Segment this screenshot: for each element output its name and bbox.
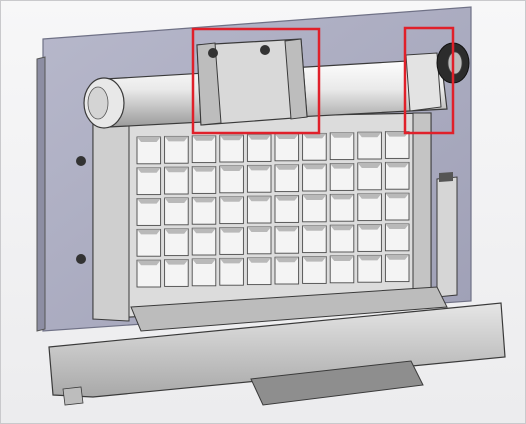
left-stud-top: [76, 156, 86, 166]
grid-cell-shade: [164, 136, 189, 142]
grid-cell-shade: [275, 164, 299, 170]
grid-cell-shade: [275, 257, 299, 263]
top-shaft-left-end-cap: [87, 86, 109, 120]
grid-cell-shade: [219, 196, 244, 202]
grid-cell-shade: [357, 255, 382, 261]
grid-cell-shade: [192, 259, 216, 264]
grid-cell-shade: [219, 135, 244, 141]
grid-cell-shade: [302, 256, 327, 262]
grid-cell-shade: [302, 195, 327, 200]
right-actuator-top: [439, 172, 453, 182]
grid-cell-shade: [385, 224, 409, 229]
lower-tray-chute: [250, 360, 424, 406]
highlight-box-center-bracket: [191, 27, 321, 135]
grid-cell-shade: [330, 132, 354, 138]
left-stud-bottom: [76, 254, 86, 264]
grid-cell-shade: [164, 228, 189, 234]
grid-cell-shade: [357, 193, 382, 199]
center-bracket-screw-left: [208, 48, 218, 58]
grid-cell-shade: [385, 162, 409, 168]
right-collar: [405, 52, 442, 112]
grid-cell-shade: [219, 166, 244, 171]
grid-cell-shade: [302, 133, 327, 139]
grid-cell-shade: [137, 260, 161, 266]
right-end-bushing-inner: [447, 51, 463, 75]
grid-cell-shade: [137, 229, 161, 235]
grid-cell-shade: [247, 227, 271, 232]
grid-cell-shade: [330, 256, 354, 261]
back-plate-left-flange: [36, 56, 46, 332]
grid-cell-shade: [137, 167, 161, 173]
grid-cell-shade: [192, 228, 216, 234]
right-actuator-body: [436, 176, 458, 298]
grid-cell-shade: [219, 227, 244, 233]
grid-cell-shade: [247, 165, 271, 171]
grid-cell-shade: [385, 193, 409, 199]
center-bracket-screw-right: [260, 45, 270, 55]
grid-cell-shade: [330, 225, 354, 231]
grid-cell-shade: [137, 137, 161, 142]
grid-cell-shade: [275, 195, 299, 201]
grid-cell-shade: [357, 163, 382, 168]
grid-cell-shade: [330, 194, 354, 200]
grid-cell-shade: [192, 166, 216, 172]
grid-cell-shade: [302, 164, 327, 170]
grid-cell-shade: [357, 132, 382, 138]
highlight-box-right-end: [403, 26, 455, 135]
grid-cell-shade: [275, 134, 299, 139]
grid-cell-shade: [385, 254, 409, 260]
grid-cell-shade: [275, 226, 299, 232]
grid-cell-shade: [330, 163, 354, 169]
lower-tray-left-pin: [62, 386, 84, 406]
grid-cell-shade: [137, 198, 161, 204]
ice-cube-grid: [136, 131, 410, 288]
lower-tray: [48, 302, 506, 398]
center-bracket-left-leg: [196, 42, 222, 126]
grid-cell-shade: [247, 134, 271, 140]
grid-cell-shade: [302, 225, 327, 231]
grid-cell-shade: [164, 198, 189, 203]
grid-cell-shade: [247, 257, 271, 263]
grid-cell-shade: [164, 167, 189, 173]
grid-cell-shade: [219, 258, 244, 264]
grid-cell-shade: [192, 135, 216, 141]
lower-tray-lip: [130, 286, 448, 332]
grid-cell-shade: [164, 259, 189, 265]
grid-cell-shade: [192, 197, 216, 203]
grid-cell-shade: [357, 224, 382, 230]
center-bracket-right-leg: [284, 38, 308, 120]
grid-cell-shade: [247, 196, 271, 202]
grid-frame-right-post: [412, 112, 432, 304]
grid-cell-shade: [385, 131, 409, 137]
grid-frame-left-post: [92, 118, 130, 322]
